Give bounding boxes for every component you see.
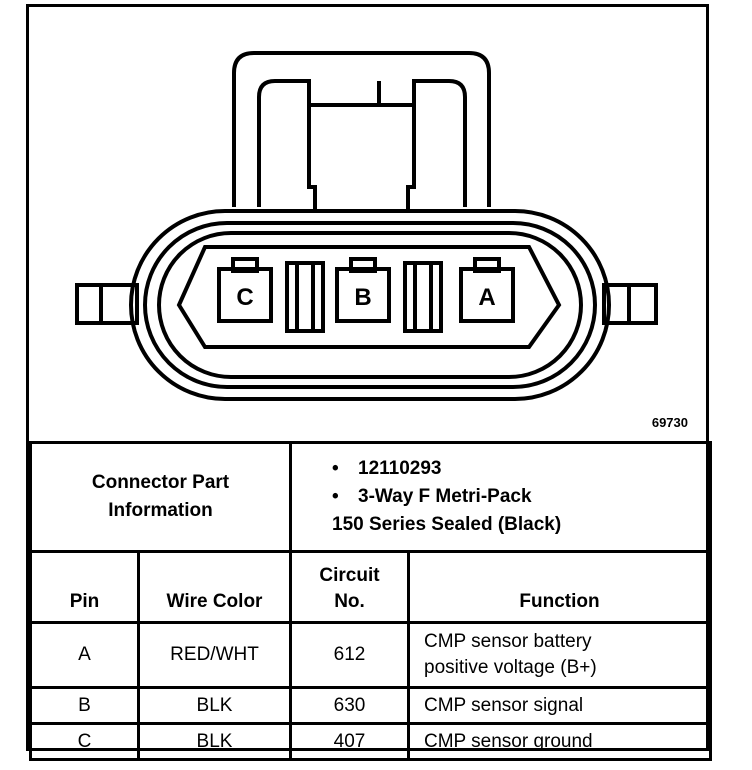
cell-pin: B xyxy=(29,686,140,725)
connector-table: Connector Part Information 12110293 3-Wa… xyxy=(29,441,712,761)
separator-left xyxy=(285,261,325,333)
lock-tab-stem-right xyxy=(406,105,416,212)
header-pin: Pin xyxy=(29,550,140,624)
terminal-housing xyxy=(176,245,562,349)
left-ear xyxy=(75,283,139,325)
cavity-label-b: B xyxy=(354,284,371,311)
connector-face-drawing: C B A xyxy=(75,51,658,401)
body-outer xyxy=(129,209,611,401)
cell-wire-color: RED/WHT xyxy=(137,621,292,689)
lock-tab-stem xyxy=(307,105,317,212)
header-wire-color: Wire Color xyxy=(137,550,292,624)
part-info-label: Connector Part Information xyxy=(29,441,292,553)
lock-tab-inner xyxy=(257,79,381,207)
part-number: 12110293 xyxy=(332,455,709,483)
table-row: B BLK 630 CMP sensor signal xyxy=(29,686,712,725)
separator-right xyxy=(403,261,443,333)
header-function: Function xyxy=(407,550,712,624)
cell-wire-color: BLK xyxy=(137,686,292,725)
part-info-label-line2: Information xyxy=(108,500,213,521)
cavity-label-c: C xyxy=(236,284,253,311)
cavity-label-a: A xyxy=(478,284,495,311)
figure-id: 69730 xyxy=(651,415,688,430)
cell-pin: A xyxy=(29,621,140,689)
cell-function: CMP sensor ground xyxy=(407,722,712,761)
connector-sheet: C B A 69730 Connector Part Information 1… xyxy=(26,4,712,761)
table-row: C BLK 407 CMP sensor ground xyxy=(29,722,712,761)
cell-circuit: 612 xyxy=(289,621,410,689)
cell-circuit: 630 xyxy=(289,686,410,725)
cell-wire-color: BLK xyxy=(137,722,292,761)
cell-pin: C xyxy=(29,722,140,761)
lock-tab-inner-right xyxy=(379,79,467,207)
body-inner xyxy=(157,231,583,379)
cell-circuit: 407 xyxy=(289,722,410,761)
part-info-label-line1: Connector Part xyxy=(91,472,230,493)
cell-function: CMP sensor signal xyxy=(407,686,712,725)
lock-tab-outer xyxy=(232,51,491,207)
body-mid xyxy=(143,221,597,389)
